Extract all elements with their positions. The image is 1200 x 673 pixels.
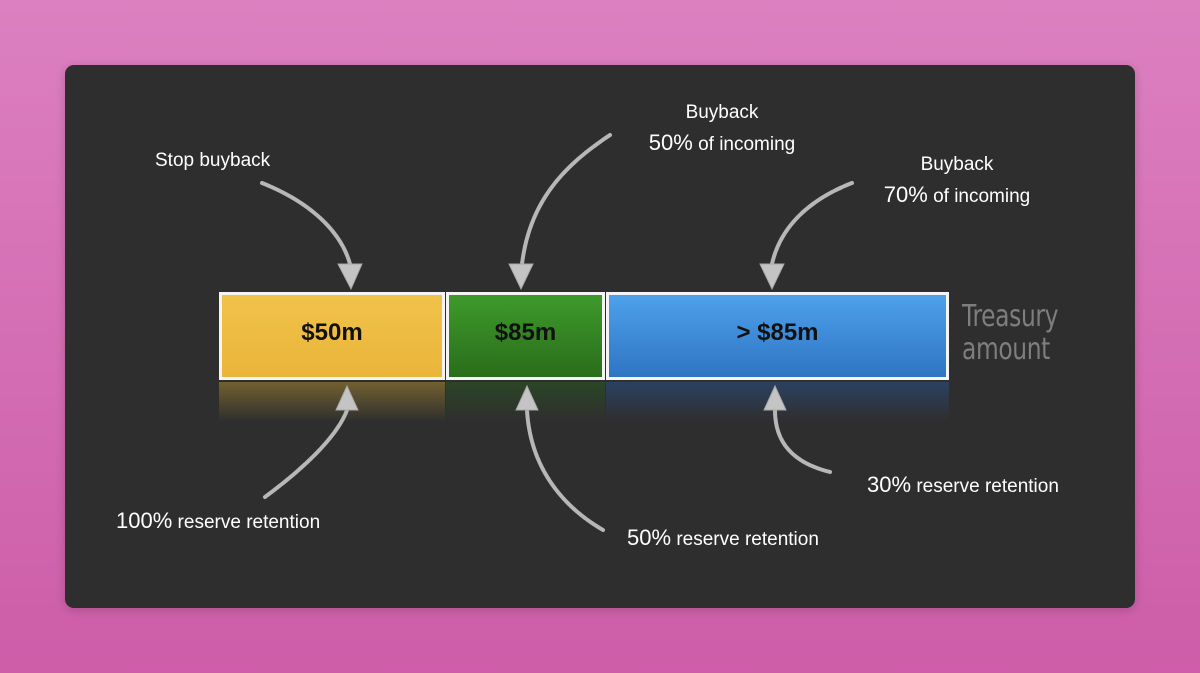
annotation-text: reserve retention bbox=[911, 476, 1059, 497]
segment-label: $50m bbox=[301, 319, 363, 346]
segment-50m: $50m bbox=[219, 292, 445, 380]
segment-reflection bbox=[606, 382, 949, 422]
segment-over-85m: > $85m bbox=[606, 292, 949, 380]
annotation-percent: 30% bbox=[867, 472, 912, 497]
annotation-title: Buyback bbox=[920, 154, 994, 175]
annotation-percent: 70% bbox=[883, 182, 928, 207]
annotation-percent: 50% bbox=[627, 525, 672, 550]
segment-reflection bbox=[219, 382, 445, 422]
annotation-title: Buyback bbox=[685, 102, 759, 123]
segment-85m: $85m bbox=[446, 292, 605, 380]
annotation-stop-buyback: Stop buyback bbox=[155, 146, 270, 176]
annotation-retention-50: 50% reserve retention bbox=[627, 523, 819, 555]
segment-label: > $85m bbox=[736, 319, 819, 346]
axis-label: Treasury amount bbox=[962, 300, 1058, 366]
annotation-retention-30: 30% reserve retention bbox=[867, 470, 1059, 502]
annotation-retention-100: 100% reserve retention bbox=[116, 506, 320, 538]
annotation-text: of incoming bbox=[692, 134, 796, 155]
axis-label-line1: Treasury bbox=[962, 299, 1059, 334]
annotation-text: Stop buyback bbox=[155, 150, 271, 171]
annotation-text: reserve retention bbox=[172, 512, 321, 533]
segment-label: $85m bbox=[494, 319, 557, 346]
annotation-percent: 100% bbox=[116, 508, 173, 533]
annotation-buyback-50: Buyback 50% of incoming bbox=[627, 98, 817, 160]
annotation-text: reserve retention bbox=[671, 529, 819, 550]
segment-reflection bbox=[446, 382, 605, 422]
annotation-percent: 50% bbox=[648, 130, 693, 155]
annotation-text: of incoming bbox=[927, 186, 1031, 207]
annotation-buyback-70: Buyback 70% of incoming bbox=[862, 150, 1052, 212]
axis-label-line2: amount bbox=[962, 332, 1050, 367]
